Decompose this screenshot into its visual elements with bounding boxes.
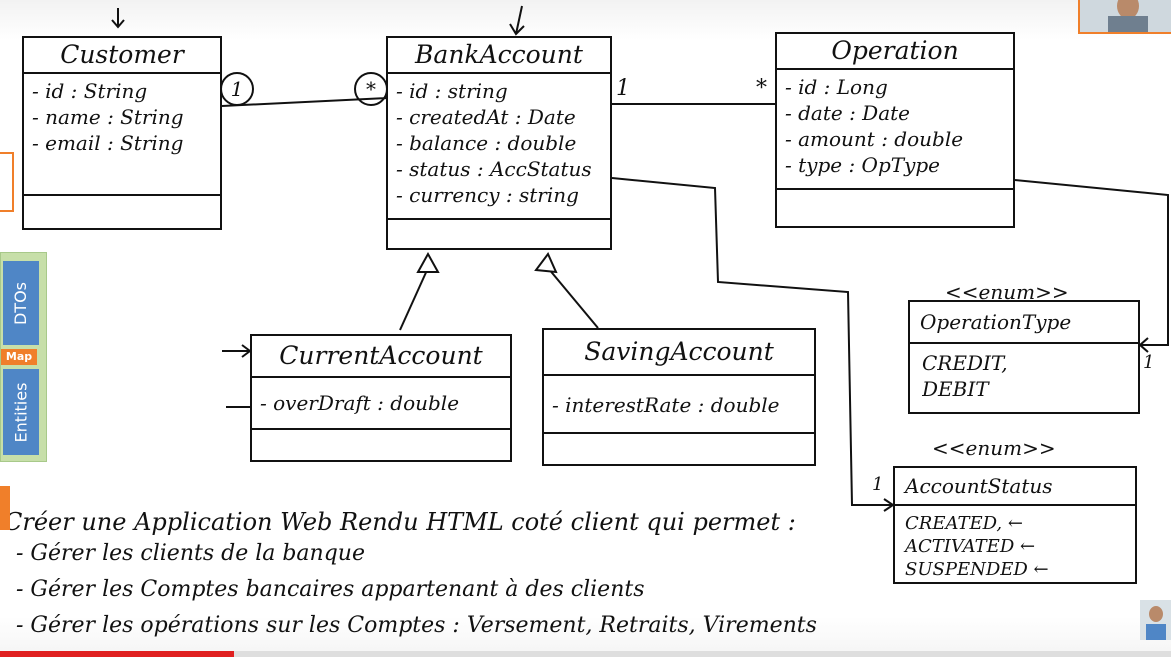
class-bank-account-attributes: - id : string - createdAt : Date - balan…	[388, 74, 610, 220]
webcam-top	[1078, 0, 1171, 34]
attribute: - name : String	[32, 105, 184, 129]
enum-value: CREDIT,	[922, 351, 1008, 375]
class-saving-account-title: SavingAccount	[544, 330, 814, 376]
inheritance-arrow-current	[416, 251, 440, 273]
attribute: - currency : string	[396, 183, 579, 207]
orange-shape-top	[0, 152, 14, 212]
enum-value: CREATED, ←	[905, 513, 1023, 534]
attribute: - email : String	[32, 131, 184, 155]
attribute: - interestRate : double	[552, 393, 780, 417]
attribute: - amount : double	[785, 127, 964, 151]
class-saving-account-attributes: - interestRate : double	[544, 376, 814, 434]
dependency-operation-type	[1014, 179, 1169, 346]
multiplicity-operation: *	[756, 76, 767, 101]
multiplicity-account-status: 1	[872, 474, 884, 495]
class-current-account-operations	[252, 430, 510, 458]
class-operation-operations	[777, 190, 1013, 218]
presenter-thumbnail-icon	[1140, 600, 1171, 640]
class-customer: Customer - id : String - name : String -…	[22, 36, 222, 230]
dependency-account-status	[611, 177, 893, 506]
multiplicity-bankaccount-customer: *	[354, 72, 388, 106]
enum-operation-type: OperationType CREDIT, DEBIT	[908, 300, 1140, 414]
attribute: - status : AccStatus	[396, 157, 592, 181]
inheritance-saving-line	[547, 267, 599, 329]
attribute: - createdAt : Date	[396, 105, 576, 129]
layer-panel: DTOs Map Entities	[0, 252, 47, 462]
notes-heading: Créer une Application Web Rendu HTML cot…	[4, 508, 796, 536]
class-saving-account-operations	[544, 434, 814, 462]
notes-bullet: - Gérer les Comptes bancaires appartenan…	[16, 577, 645, 602]
enum-value: DEBIT	[922, 377, 989, 401]
multiplicity-operation-type: 1	[1143, 352, 1155, 373]
enum-account-status-values: CREATED, ← ACTIVATED ← SUSPENDED ←	[895, 506, 1135, 587]
attribute: - id : String	[32, 79, 148, 103]
video-progress-fill	[0, 651, 235, 657]
attribute: - id : string	[396, 79, 508, 103]
enum-value: ACTIVATED ←	[905, 536, 1036, 557]
tab-map[interactable]: Map	[1, 349, 37, 365]
class-operation: Operation - id : Long - date : Date - am…	[775, 32, 1015, 228]
class-bank-account: BankAccount - id : string - createdAt : …	[386, 36, 612, 250]
requirements-notes: Créer une Application Web Rendu HTML cot…	[4, 508, 884, 644]
class-operation-attributes: - id : Long - date : Date - amount : dou…	[777, 70, 1013, 190]
webcam-bottom	[1140, 600, 1171, 640]
class-customer-title: Customer	[24, 38, 220, 74]
class-customer-operations	[24, 196, 220, 224]
video-progress-bar[interactable]	[0, 651, 1171, 657]
class-current-account: CurrentAccount - overDraft : double	[250, 334, 512, 462]
class-current-account-title: CurrentAccount	[252, 336, 510, 378]
attribute: - id : Long	[785, 75, 888, 99]
class-customer-attributes: - id : String - name : String - email : …	[24, 74, 220, 196]
class-operation-title: Operation	[777, 34, 1013, 70]
inheritance-current-line	[399, 267, 429, 331]
multiplicity-bankaccount-operation: 1	[616, 76, 630, 101]
tab-entities[interactable]: Entities	[3, 369, 39, 455]
enum-operation-type-values: CREDIT, DEBIT	[910, 344, 1138, 408]
notes-bullet: - Gérer les opérations sur les Comptes :…	[16, 613, 817, 638]
multiplicity-customer: 1	[220, 72, 254, 106]
enum-account-status-stereotype: <<enum>>	[932, 436, 1056, 460]
enum-account-status-title: AccountStatus	[895, 468, 1135, 506]
presenter-avatar-icon	[1080, 0, 1171, 32]
class-bank-account-title: BankAccount	[388, 38, 610, 74]
attribute: - balance : double	[396, 131, 577, 155]
class-current-account-attributes: - overDraft : double	[252, 378, 510, 430]
notes-bullet: - Gérer les clients de la banque	[16, 541, 365, 566]
attribute: - type : OpType	[785, 153, 941, 177]
attribute: - date : Date	[785, 101, 910, 125]
tab-dtos[interactable]: DTOs	[3, 261, 39, 345]
tab-entities-label: Entities	[11, 382, 31, 442]
class-bank-account-operations	[388, 220, 610, 248]
class-saving-account: SavingAccount - interestRate : double	[542, 328, 816, 466]
orange-shape-bottom	[0, 486, 10, 530]
enum-account-status: AccountStatus CREATED, ← ACTIVATED ← SUS…	[893, 466, 1137, 584]
inheritance-arrow-saving	[534, 252, 558, 274]
tab-dtos-label: DTOs	[11, 281, 31, 325]
enum-operation-type-title: OperationType	[910, 302, 1138, 344]
attribute: - overDraft : double	[260, 391, 460, 415]
enum-value: SUSPENDED ←	[905, 559, 1049, 580]
